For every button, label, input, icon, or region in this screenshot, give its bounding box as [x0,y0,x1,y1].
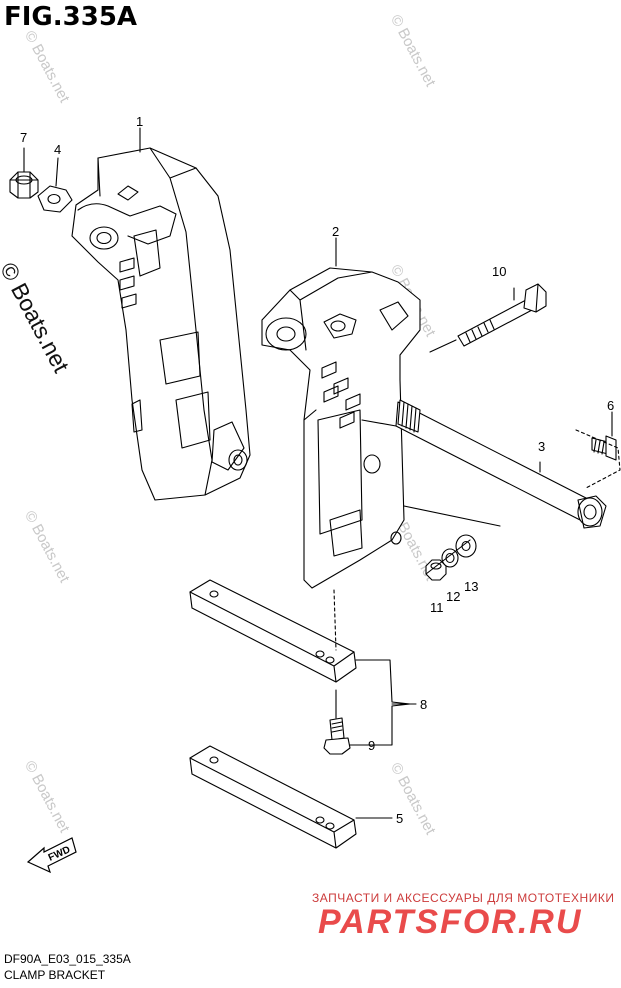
promo-brand: PARTSFOR.RU [318,903,583,941]
part-4-plate [37,157,73,213]
part-10-bolt [429,283,547,353]
part-11-nut [425,559,447,581]
part-1-clamp-bracket-left [71,147,251,501]
callout-11: 11 [430,600,444,615]
callout-1: 1 [136,114,143,129]
callout-5: 5 [396,811,403,826]
figure-title: FIG.335A [4,2,138,32]
part-6-bolt [591,411,617,461]
promo-tagline: ЗАПЧАСТИ И АКСЕССУАРЫ ДЛЯ МОТОТЕХНИКИ [312,891,615,905]
callout-2: 2 [332,224,339,239]
diagram-caption: CLAMP BRACKET [4,968,106,982]
callout-4: 4 [54,142,61,157]
part-3-shaft [361,399,607,529]
callout-10: 10 [492,264,506,279]
part-2-clamp-bracket-right [261,267,421,589]
fwd-direction-arrow: FWD [26,837,77,874]
callout-13: 13 [464,579,478,594]
diagram-code: DF90A_E03_015_335A [4,952,131,966]
callout-9: 9 [368,738,375,753]
part-5-plate [189,745,393,849]
callout-8: 8 [420,697,427,712]
callout-7: 7 [20,130,27,145]
part-7-nut [9,147,39,199]
callout-6: 6 [607,398,614,413]
part-9-bolt [323,689,367,755]
part-8-plate [189,579,357,683]
part-13-washer [455,534,477,558]
callout-3: 3 [538,439,545,454]
callout-labels: 1 2 3 4 5 6 7 8 9 10 11 12 13 [20,114,614,826]
callout-12: 12 [446,589,460,604]
